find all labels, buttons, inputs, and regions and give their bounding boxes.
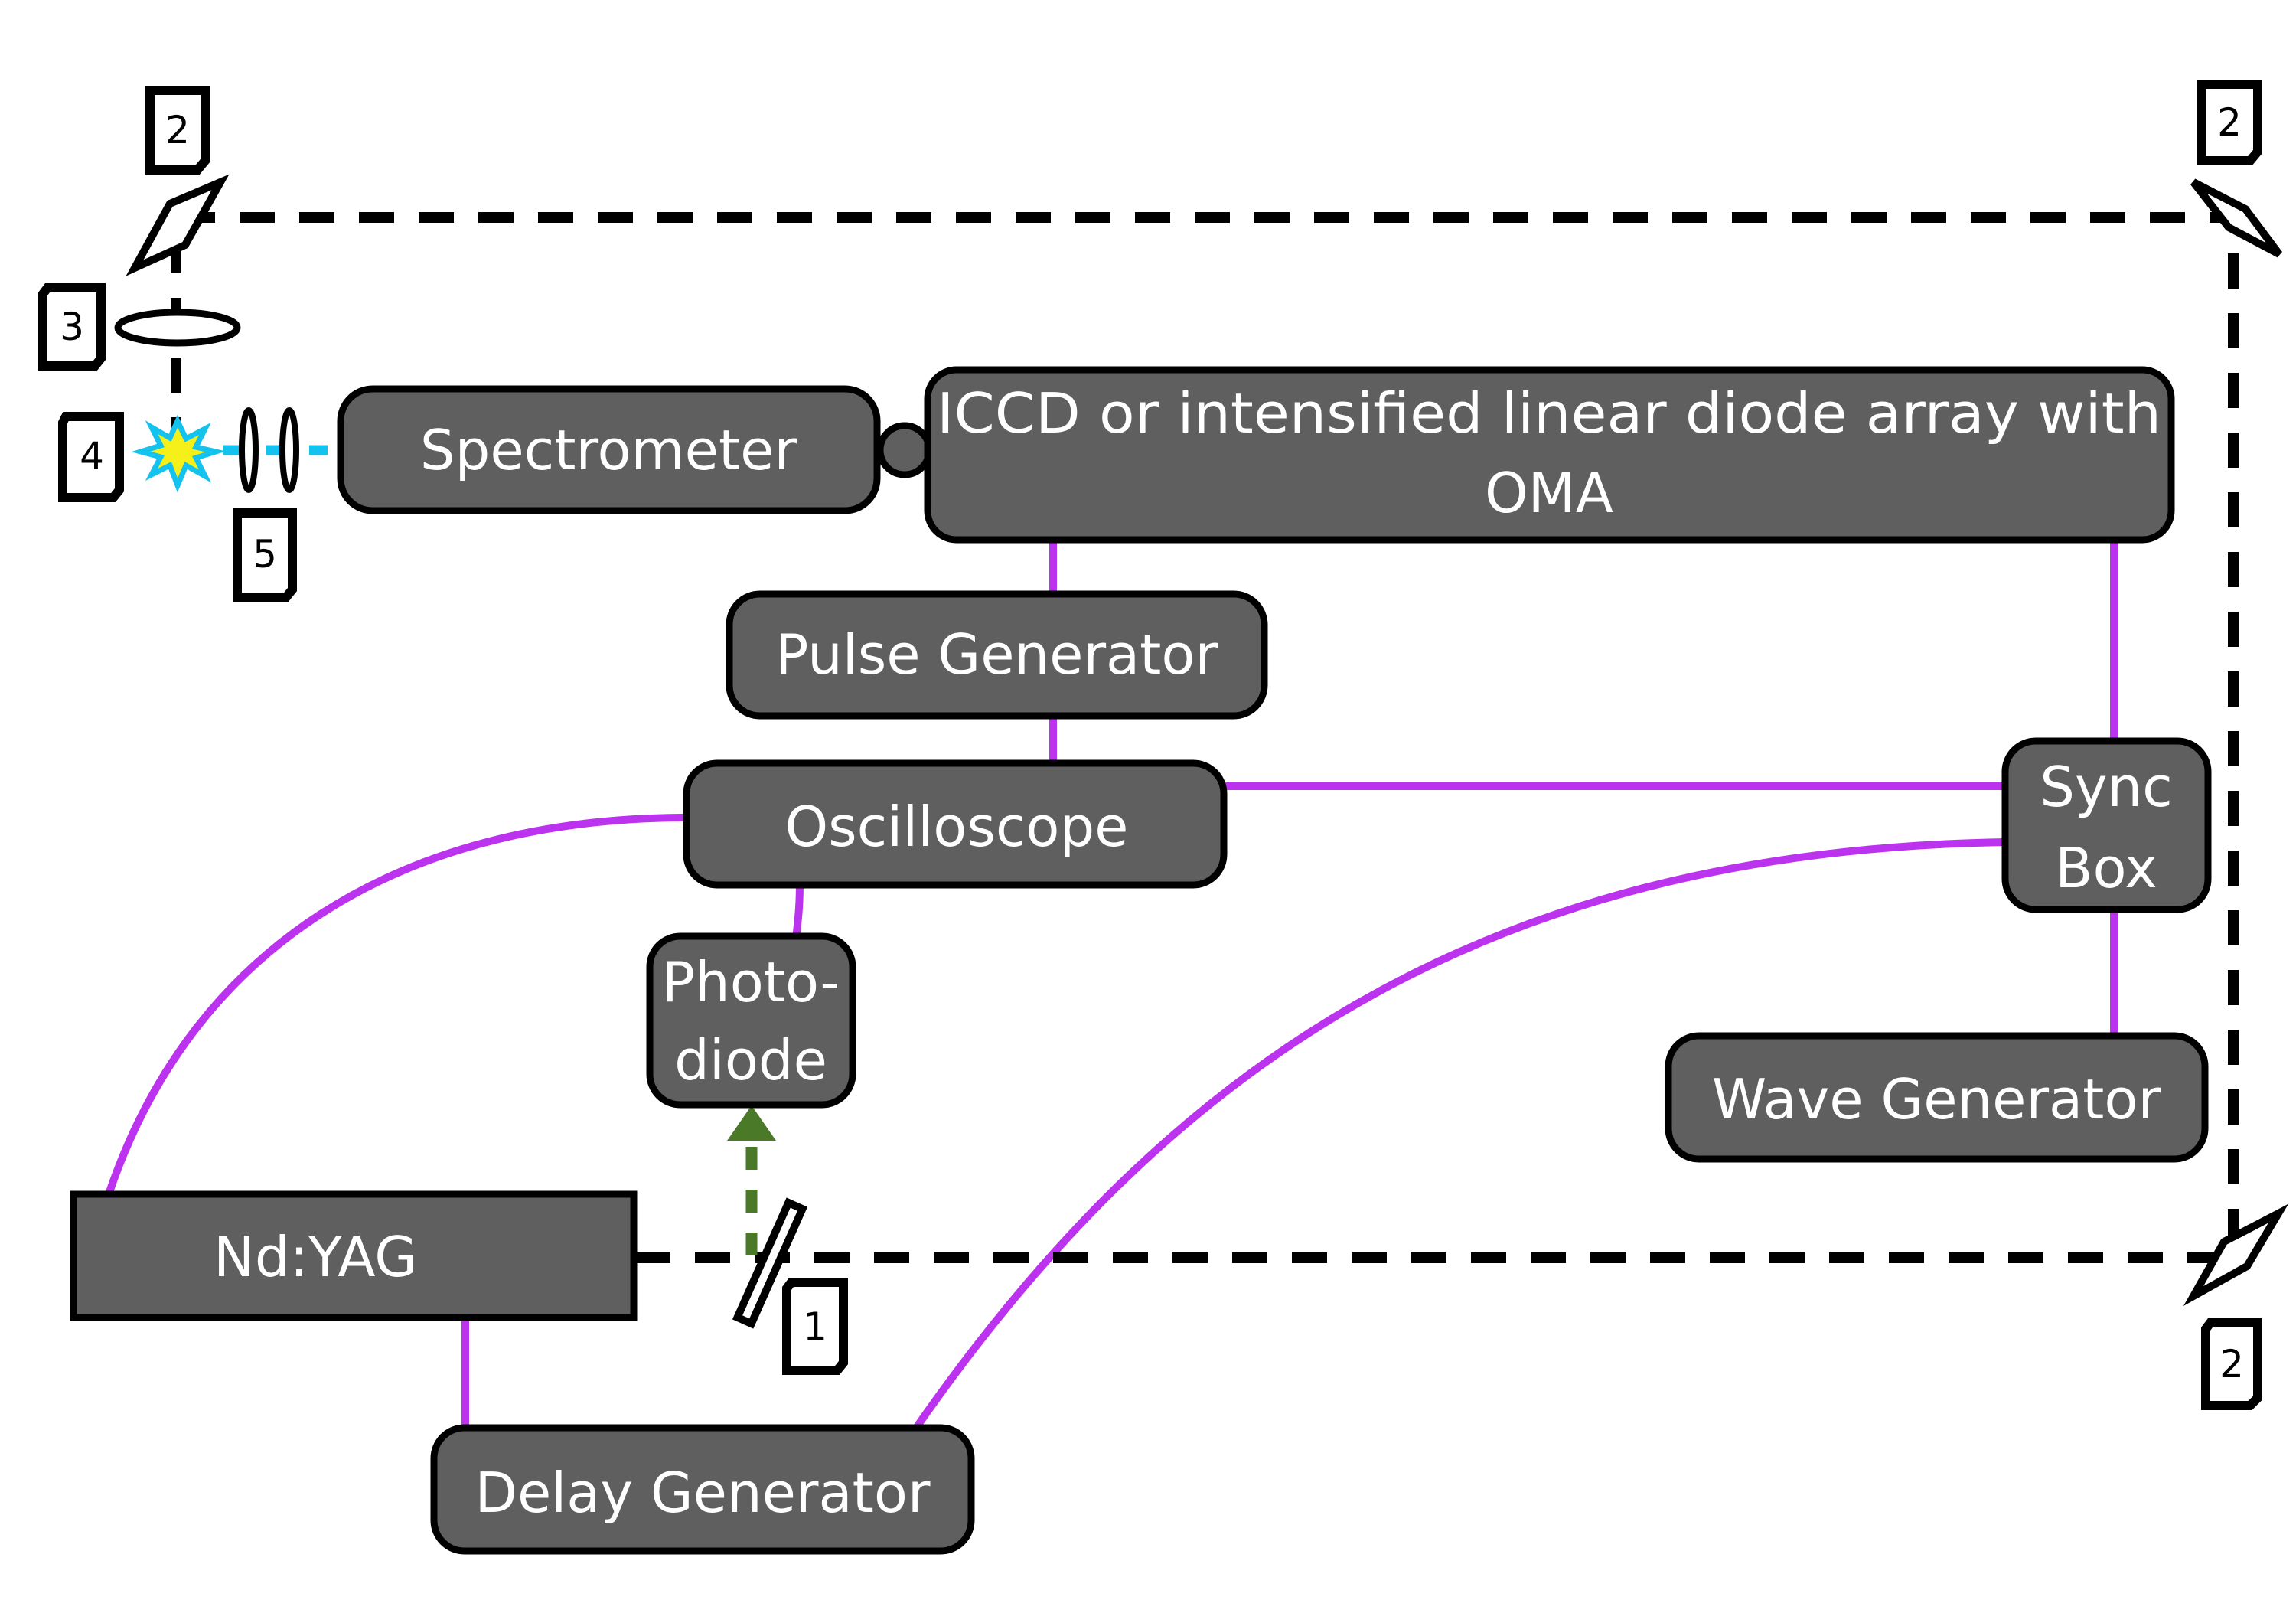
tag-focusing-lens: 3 <box>38 283 106 371</box>
pulse-generator-label: Pulse Generator <box>775 622 1218 687</box>
spectrometer-label: Spectrometer <box>420 418 797 482</box>
tag-label: 1 <box>803 1304 827 1349</box>
delay-generator-label: Delay Generator <box>475 1461 931 1525</box>
tag-beam-splitter: 1 <box>782 1278 848 1375</box>
fiber-coupler-icon <box>876 422 933 478</box>
tag-label: 4 <box>80 434 104 478</box>
nd-yag-label: Nd:YAG <box>214 1225 417 1289</box>
wave-generator-label: Wave Generator <box>1712 1067 2161 1131</box>
photodiode-beam <box>727 1105 776 1255</box>
mirror-bottom-right-icon <box>2183 1203 2289 1307</box>
wire-oscilloscope-nd-yag <box>105 814 690 1196</box>
tag-label: 2 <box>165 108 190 152</box>
iccd-label-line1: ICCD or intensified linear diode array w… <box>937 381 2161 446</box>
wire-sync-box-delay-generator <box>911 838 2009 1432</box>
tag-mirror-bottom-right: 2 <box>2201 1318 2262 1410</box>
plasma-icon <box>131 414 227 493</box>
wire-oscilloscope-photodiode <box>792 881 804 941</box>
focusing-lens-icon <box>114 309 241 347</box>
iccd-label-line2: OMA <box>1485 461 1613 525</box>
oscilloscope-box[interactable]: Oscilloscope <box>683 759 1228 889</box>
beam-splitter-icon <box>732 1197 808 1329</box>
pulse-generator-box[interactable]: Pulse Generator <box>726 590 1268 720</box>
photodiode-box[interactable]: Photo- diode <box>646 932 856 1109</box>
sync-box-label-line1: Sync <box>2040 755 2173 819</box>
signal-wires <box>105 536 2118 1432</box>
spectrometer-box[interactable]: Spectrometer <box>337 385 881 514</box>
tag-label: 3 <box>60 305 84 349</box>
mirror-top-right-icon <box>2190 178 2283 258</box>
tag-plasma: 4 <box>58 412 124 502</box>
wave-generator-box[interactable]: Wave Generator <box>1665 1032 2209 1163</box>
collection-lens-2-icon <box>279 407 299 493</box>
tag-mirror-top-right: 2 <box>2197 80 2262 165</box>
tag-mirror-top-left: 2 <box>145 86 210 175</box>
iccd-box[interactable]: ICCD or intensified linear diode array w… <box>924 366 2175 544</box>
arrow-up-icon <box>727 1105 776 1141</box>
collection-lens-1-icon <box>239 407 259 493</box>
photodiode-label-line1: Photo- <box>662 950 840 1014</box>
sync-box[interactable]: Sync Box <box>2001 737 2212 913</box>
tag-label: 5 <box>253 532 277 576</box>
oscilloscope-label: Oscilloscope <box>785 795 1129 859</box>
mirror-top-left-icon <box>126 174 230 276</box>
tag-label: 2 <box>2217 100 2242 145</box>
nd-yag-laser-box[interactable]: Nd:YAG <box>70 1190 638 1321</box>
tag-label: 2 <box>2219 1342 2244 1386</box>
tag-collection-lenses: 5 <box>233 508 297 602</box>
photodiode-label-line2: diode <box>674 1028 827 1092</box>
delay-generator-box[interactable]: Delay Generator <box>430 1424 975 1555</box>
sync-box-label-line2: Box <box>2055 836 2157 900</box>
